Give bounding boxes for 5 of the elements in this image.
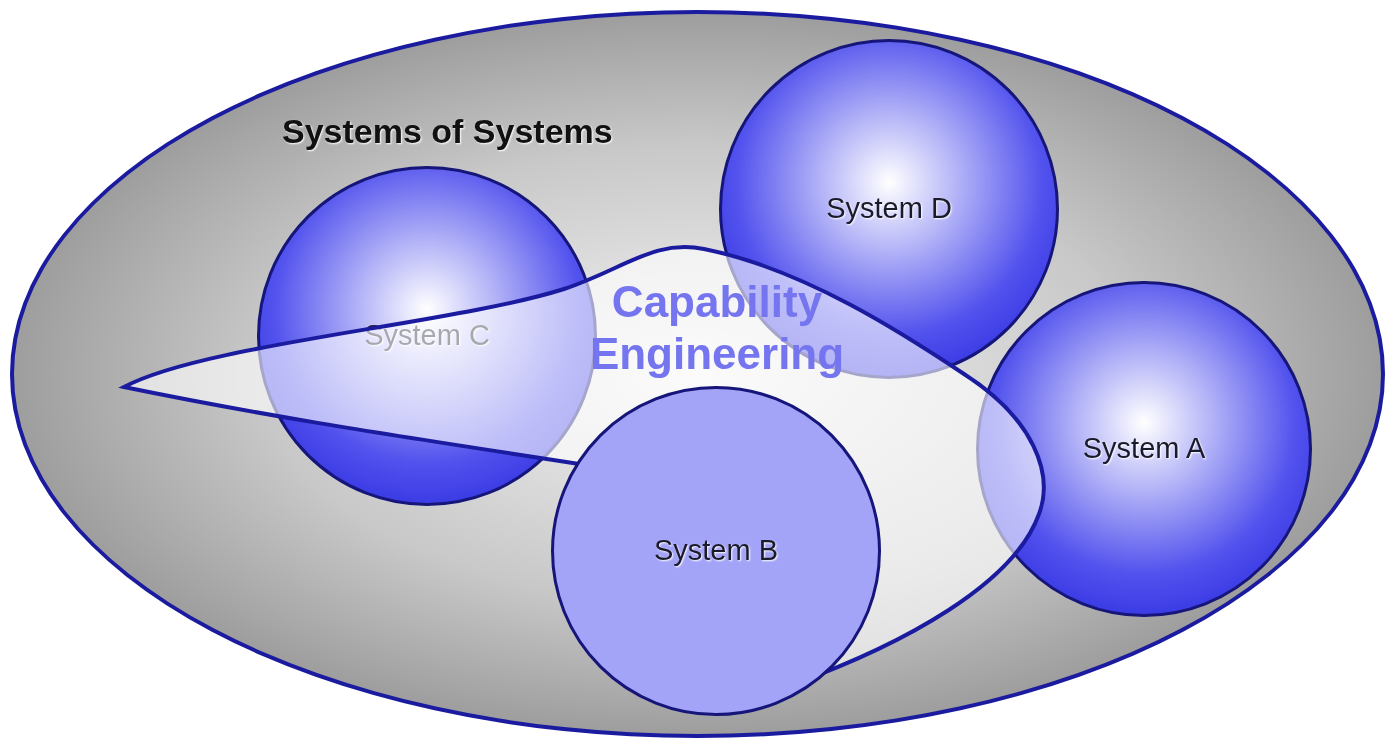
diagram-heading: Systems of Systems <box>282 111 613 152</box>
system-label: System A <box>1082 431 1206 467</box>
system-label: System B <box>653 533 779 569</box>
system-label: System C <box>364 318 490 354</box>
system-label: System D <box>826 191 952 227</box>
